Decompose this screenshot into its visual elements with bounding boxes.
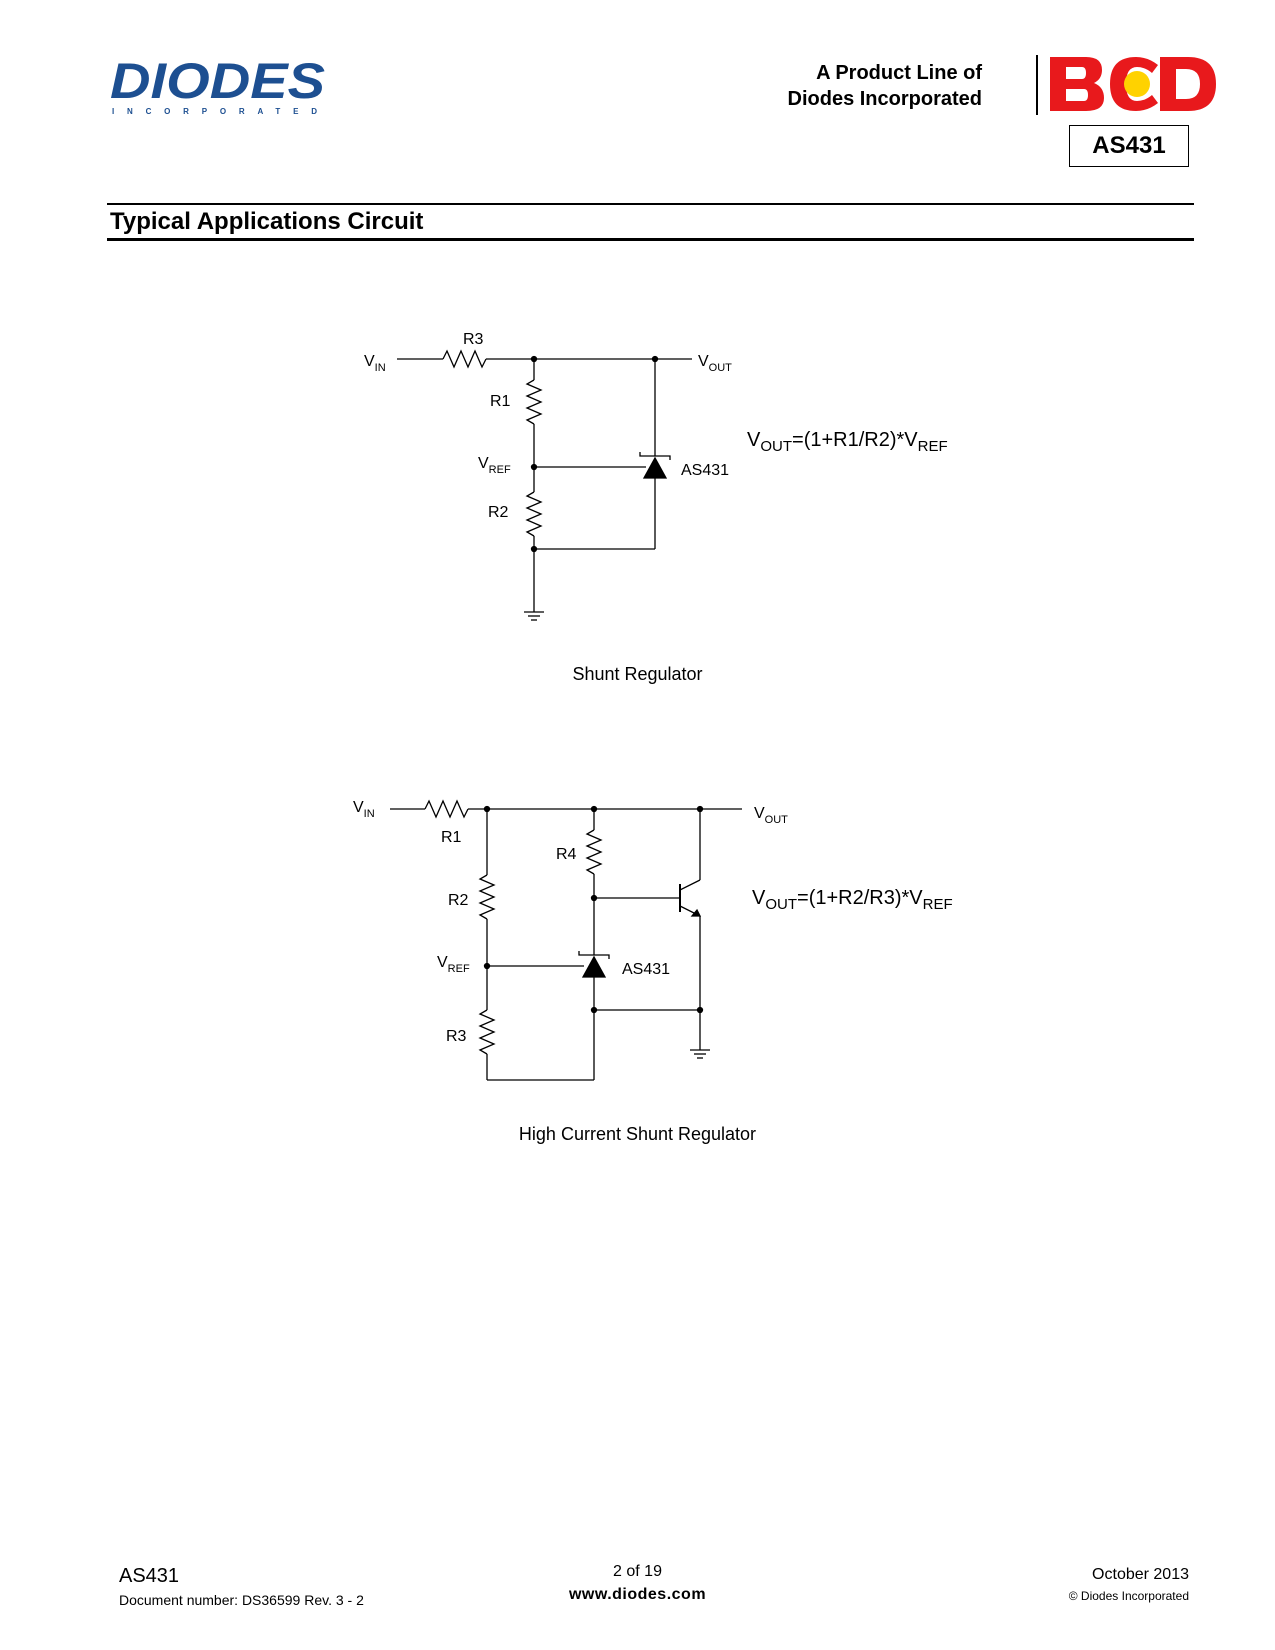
diodes-logo: DIODES INCORPORATED — [110, 58, 335, 116]
c1-equation: VOUT=(1+R1/R2)*VREF — [747, 429, 948, 455]
c1-vref-label: VREF — [478, 455, 511, 476]
c2-junction — [590, 894, 598, 902]
c2-r4-resistor — [585, 829, 603, 875]
c2-junction — [696, 1006, 704, 1014]
c1-junction — [530, 463, 538, 471]
product-line-text: A Product Line of Diodes Incorporated — [788, 60, 982, 112]
c2-equation: VOUT=(1+R2/R3)*VREF — [752, 887, 953, 913]
product-line-1: A Product Line of — [816, 62, 982, 84]
c2-r2-label: R2 — [448, 892, 469, 909]
c1-junction — [530, 545, 538, 553]
c1-r1-resistor — [525, 379, 543, 425]
c1-as431-label: AS431 — [681, 462, 729, 479]
footer-page-number: 2 of 19 — [613, 1563, 662, 1580]
high-current-shunt-regulator-schematic: VIN R1 VOUT R4 R2 VREF AS431 R3 VOUT=(1+… — [353, 799, 953, 1081]
c2-r1-resistor — [424, 799, 469, 819]
c2-transistor-collector — [679, 879, 701, 891]
c2-as431-bar — [578, 951, 610, 959]
c1-junction — [530, 355, 538, 363]
product-line-2: Diodes Incorporated — [787, 88, 982, 110]
c2-r3-resistor — [478, 1009, 496, 1055]
bcd-logo — [1048, 55, 1218, 113]
c2-junction — [590, 805, 598, 813]
c1-r3-resistor — [442, 349, 487, 369]
footer-document-number: Document number: DS36599 Rev. 3 - 2 — [119, 1592, 364, 1608]
c1-as431-bar — [639, 452, 671, 460]
c1-r2-resistor — [525, 491, 543, 537]
c2-r2-resistor — [478, 874, 496, 920]
c2-caption: High Current Shunt Regulator — [518, 1124, 757, 1144]
c2-r3-label: R3 — [446, 1028, 467, 1045]
c1-r2-label: R2 — [488, 504, 509, 521]
c1-caption: Shunt Regulator — [572, 664, 703, 684]
c2-as431-symbol — [581, 955, 607, 978]
c1-vin-label: VIN — [364, 353, 386, 374]
c2-r1-label: R1 — [441, 829, 462, 846]
footer-part-number: AS431 — [119, 1565, 180, 1587]
c2-junction — [590, 1006, 598, 1014]
c2-vin-label: VIN — [353, 799, 375, 820]
c1-junction — [651, 355, 659, 363]
c2-r4-label: R4 — [556, 846, 577, 863]
section-title: Typical Applications Circuit — [110, 208, 424, 235]
c2-vout-label: VOUT — [754, 805, 788, 826]
c1-vout-label: VOUT — [698, 353, 732, 374]
c1-r3-label: R3 — [463, 331, 484, 348]
c1-r1-label: R1 — [490, 393, 511, 410]
title-rule-top — [107, 203, 1194, 205]
c2-emitter-arrow — [690, 908, 702, 917]
c2-junction — [483, 805, 491, 813]
footer-date: October 2013 — [1092, 1566, 1189, 1583]
svg-text:DIODES: DIODES — [110, 58, 325, 109]
c2-junction — [483, 962, 491, 970]
part-number-box: AS431 — [1069, 125, 1189, 167]
c2-junction — [696, 805, 704, 813]
footer-copyright: © Diodes Incorporated — [1068, 1589, 1189, 1603]
c2-as431-label: AS431 — [622, 961, 670, 978]
header-divider — [1036, 55, 1038, 115]
footer-website-link[interactable]: www.diodes.com — [568, 1586, 707, 1603]
shunt-regulator-schematic: VIN R3 VOUT R1 VREF R2 AS431 VOUT=(1+R1/… — [364, 331, 948, 621]
title-rule-bottom — [107, 238, 1194, 241]
c2-vref-label: VREF — [437, 954, 470, 975]
